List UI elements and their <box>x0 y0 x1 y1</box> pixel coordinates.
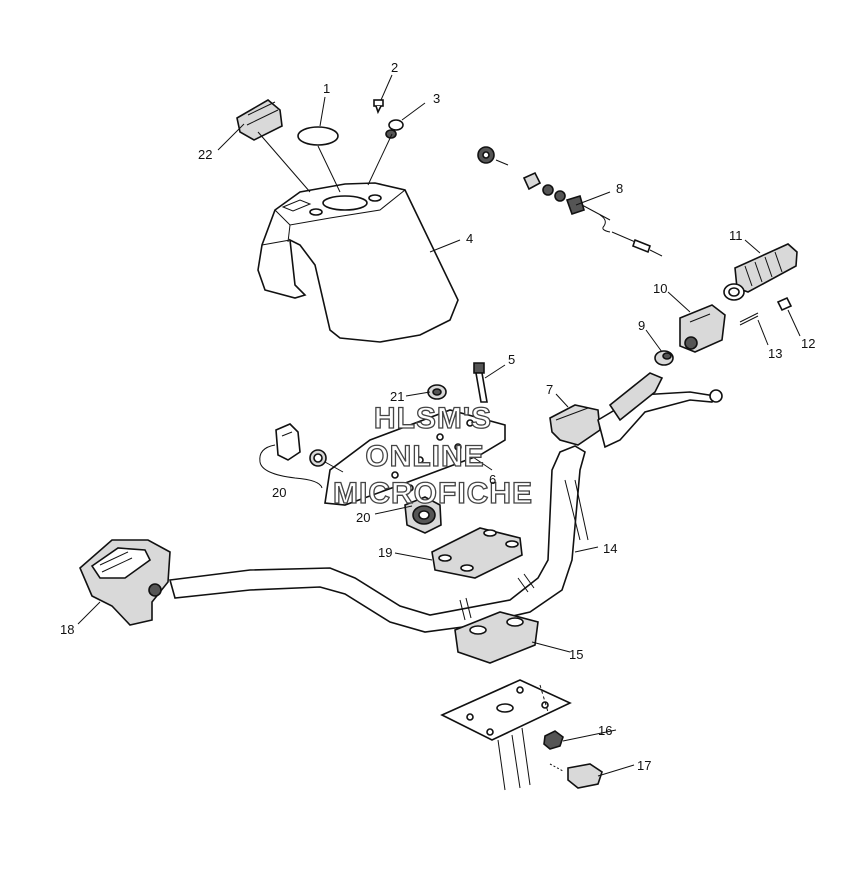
bracket-plate-part-6 <box>324 409 506 506</box>
callout-19: 19 <box>378 545 392 560</box>
callout-6: 6 <box>489 472 496 487</box>
nut-part-21 <box>427 384 447 400</box>
callout-22: 22 <box>198 147 212 162</box>
watermark: HLSM'S ONLINE MICROFICHE <box>332 401 533 510</box>
ignition-switch-part-20a <box>275 423 344 473</box>
bolt-part-5 <box>473 362 488 403</box>
lower-clamp-part-15 <box>454 611 539 664</box>
callout-2: 2 <box>391 60 398 75</box>
callout-4: 4 <box>466 231 473 246</box>
callout-5: 5 <box>508 352 515 367</box>
callout-15: 15 <box>569 647 583 662</box>
washer-part-3 <box>385 119 404 139</box>
callout-20a: 20 <box>272 485 286 500</box>
callout-13: 13 <box>768 346 782 361</box>
bushing-part-9 <box>654 350 674 366</box>
watermark-line-3: MICROFICHE <box>333 477 533 510</box>
leader-lines <box>77 74 801 777</box>
callout-20b: 20 <box>356 510 370 525</box>
callout-16: 16 <box>598 723 612 738</box>
upper-clamp-part-19 <box>431 527 523 579</box>
callout-11: 11 <box>729 228 743 243</box>
screw-part-12 <box>776 296 793 312</box>
callout-9: 9 <box>638 318 645 333</box>
callout-10: 10 <box>653 281 667 296</box>
callout-18: 18 <box>60 622 74 637</box>
callout-12: 12 <box>801 336 815 351</box>
nut-part-16 <box>543 730 564 750</box>
callout-14: 14 <box>603 541 617 556</box>
pin-part-13 <box>739 312 759 326</box>
callout-7: 7 <box>546 382 553 397</box>
master-cylinder-part-7 <box>549 372 723 449</box>
throttle-housing-part-10 <box>679 304 726 353</box>
handlebar-part-14 <box>168 445 589 633</box>
watermark-line-2: ONLINE <box>365 440 484 473</box>
key-switch-part-20b <box>404 496 442 534</box>
grip-part-11 <box>723 243 798 301</box>
throttle-cable-part-8 <box>477 146 663 257</box>
left-control-switch-part-18 <box>79 539 171 626</box>
headlight-pod-part-4 <box>257 182 459 343</box>
screw-part-2 <box>373 99 384 115</box>
callout-8: 8 <box>616 181 623 196</box>
clamp-part-17 <box>549 763 603 789</box>
switch-part-22 <box>236 99 283 141</box>
callout-17: 17 <box>637 758 651 773</box>
mounting-plate <box>440 679 572 791</box>
lens-part-1 <box>297 126 339 146</box>
callout-21: 21 <box>390 389 404 404</box>
callout-numbers: 1 2 3 22 4 8 11 10 12 13 9 5 21 7 6 20 2… <box>60 60 815 773</box>
watermark-line-1: HLSM'S <box>374 402 492 435</box>
callout-1: 1 <box>323 81 330 96</box>
callout-3: 3 <box>433 91 440 106</box>
